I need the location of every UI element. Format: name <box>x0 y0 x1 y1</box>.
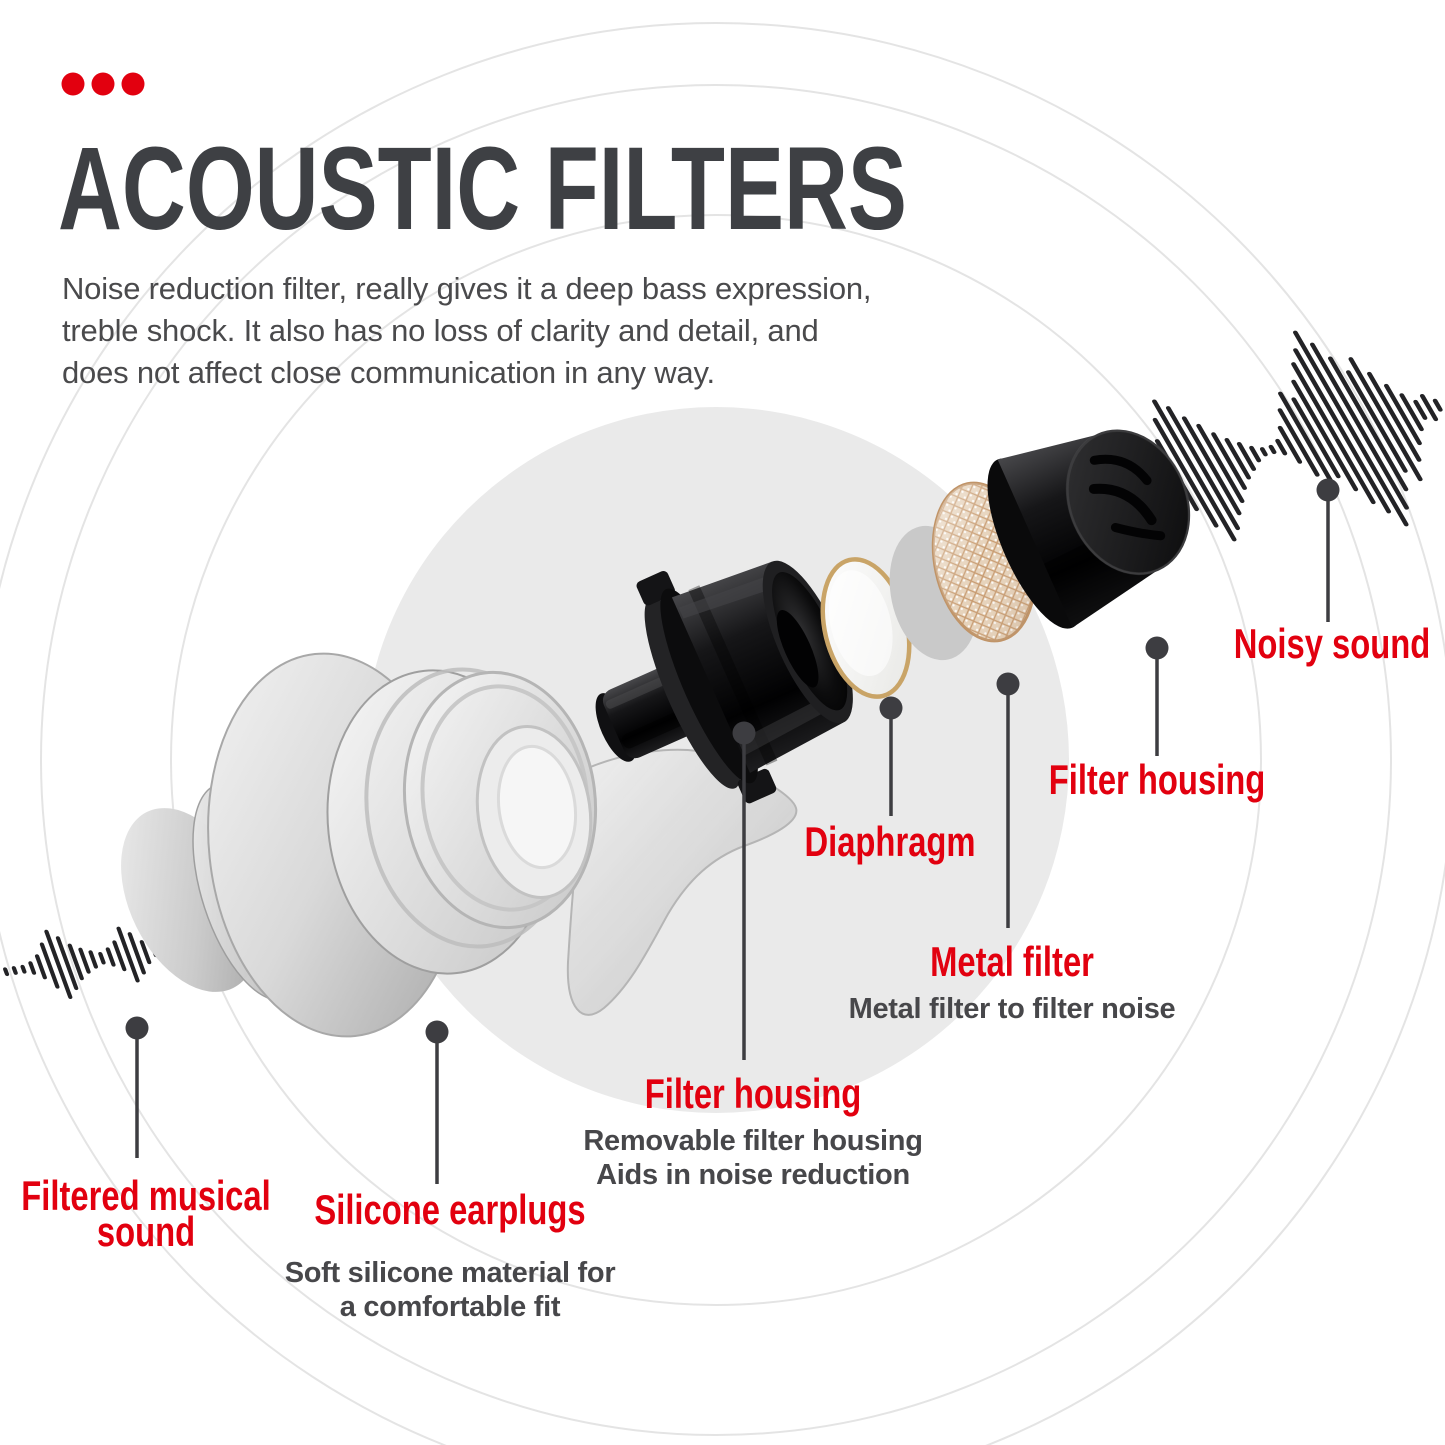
callout-desc-text: Soft silicone material for a comfortable… <box>284 1257 616 1323</box>
callout-desc-text: Metal filter to filter noise <box>848 993 1176 1025</box>
callout-label-text: Diaphragm <box>804 818 976 865</box>
cup-groove <box>688 585 778 766</box>
earplug-sound-hole <box>496 744 578 870</box>
callout-label-text: Noisy sound <box>1233 620 1431 667</box>
diaphragm-highlight <box>828 570 893 677</box>
callout-filter-housing-stem: Filter housing Removable filter housing … <box>563 1070 943 1192</box>
cap-slit-3 <box>1110 522 1166 541</box>
page-title: ACOUSTIC FILTERS <box>58 123 907 255</box>
callout-markers <box>125 478 1340 1184</box>
callout-label-text: Filtered musical sound <box>21 1172 271 1255</box>
page-description: Noise reduction filter, really gives it … <box>62 271 872 390</box>
callout-dot-filter-housing-cap <box>1145 636 1169 660</box>
callout-metal-filter: Metal filter Metal filter to filter nois… <box>822 938 1202 1026</box>
cap-slit-2 <box>1088 483 1157 526</box>
ring-2 <box>40 84 1392 1436</box>
callout-dot-noisy-sound <box>1316 478 1340 502</box>
callout-diaphragm: Diaphragm <box>700 818 1080 865</box>
decor-dot-2 <box>91 72 115 96</box>
silicone-earplug <box>121 652 798 1038</box>
callout-dot-filtered-musical-sound <box>125 1016 149 1040</box>
cup-interior <box>772 571 848 711</box>
callout-dot-metal-filter <box>996 672 1020 696</box>
callout-label-text: Filter housing <box>644 1070 862 1117</box>
callout-dot-silicone-earplugs <box>425 1020 449 1044</box>
callout-dot-diaphragm <box>879 696 903 720</box>
decor-dot-3 <box>121 72 145 96</box>
filter-housing-cap-part <box>987 429 1191 629</box>
decor-dot-1 <box>61 72 85 96</box>
cup-deep-hole <box>776 609 819 688</box>
callout-filtered-musical-sound: Filtered musical sound <box>0 1172 336 1255</box>
callout-label-text: Silicone earplugs <box>314 1186 586 1233</box>
decor-dots <box>61 72 145 96</box>
callout-noisy-sound: Noisy sound <box>1142 620 1445 667</box>
ring-3 <box>0 22 1445 1445</box>
cap-rim-highlight <box>1065 429 1191 576</box>
cap-slit-1 <box>1089 454 1152 486</box>
callout-filter-housing-cap: Filter housing <box>967 756 1347 803</box>
callout-silicone-earplugs: Silicone earplugs Soft silicone material… <box>260 1186 640 1324</box>
diaphragm-part <box>820 557 912 699</box>
callout-label-text: Filter housing <box>1048 756 1266 803</box>
callout-desc-text: Removable filter housing Aids in noise r… <box>583 1125 923 1191</box>
cup-highlight <box>678 572 783 619</box>
cup-lower-highlight <box>738 693 837 756</box>
callout-dot-filter-housing-stem <box>732 721 756 745</box>
callout-label-text: Metal filter <box>930 938 1094 985</box>
ring-1 <box>170 214 1262 1306</box>
